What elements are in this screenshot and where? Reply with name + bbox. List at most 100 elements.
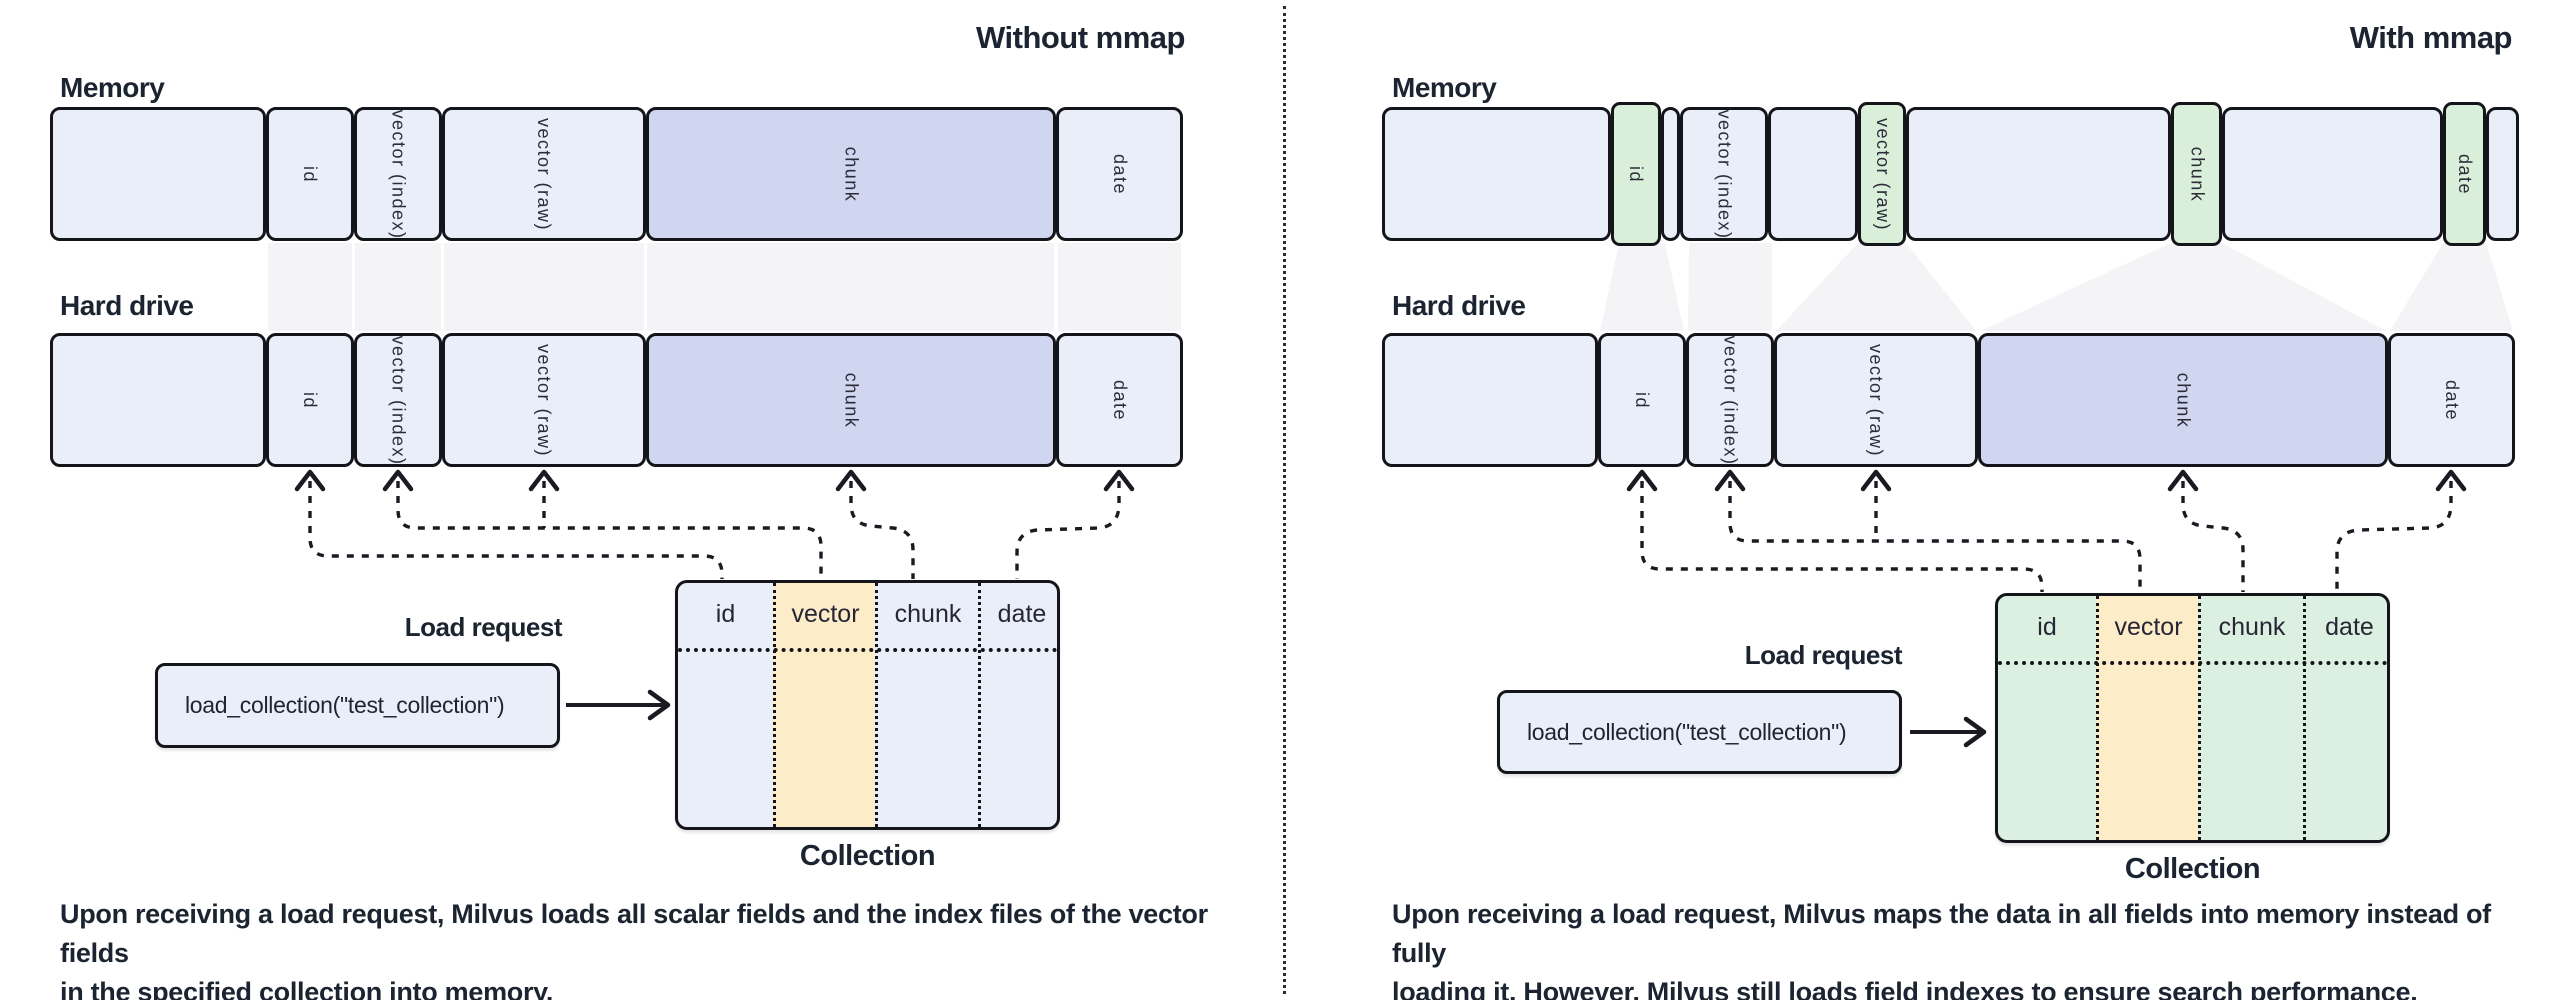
arrowhead-chunk-icon <box>2167 469 2199 492</box>
memory-segment-chunk: chunk <box>646 107 1056 241</box>
map-fan-date <box>2390 243 2513 331</box>
panel-without-mmap: Without mmap Memory id vector (index) ve… <box>50 20 1250 1000</box>
collection-table: id vector chunk date <box>675 580 1060 830</box>
load-request-arrowhead-icon <box>1963 716 1987 748</box>
map-fan-vector-raw <box>1776 243 1976 331</box>
arrowhead-vector-raw-icon <box>1860 469 1892 492</box>
memory-segment-blank <box>2486 107 2519 241</box>
collection-column-date: date <box>978 583 1057 827</box>
memory-segment-blank <box>1768 107 1858 241</box>
disk-segment-vector-index: vector (index) <box>354 333 442 467</box>
memory-bar: id vector (index) vector (raw) chunk dat… <box>50 107 1183 241</box>
memory-segment-blank <box>1906 107 2171 241</box>
collection-table: id vector chunk date <box>1995 593 2390 843</box>
load-path-id <box>308 481 724 579</box>
memory-bar: id vector (index) vector (raw) chunk dat… <box>1382 102 2519 246</box>
panel-with-mmap: With mmap Memory id vector (index) vecto… <box>1280 0 2560 1000</box>
memory-segment-date: date <box>1056 107 1183 241</box>
load-request-label: Load request <box>1744 640 1903 670</box>
collection-column-chunk: chunk <box>2198 596 2303 840</box>
memory-mapped-vector-raw: vector (raw) <box>1858 102 1906 246</box>
connector-band-chunk <box>647 243 1054 331</box>
arrowhead-vector-raw-icon <box>528 469 560 492</box>
arrowhead-id-icon <box>294 469 326 492</box>
disk-segment-blank <box>1382 333 1598 467</box>
load-path-vector-index <box>1728 481 2142 592</box>
load-code: load_collection("test_collection") <box>1527 718 1847 745</box>
memory-mapped-id: id <box>1611 102 1661 246</box>
load-path-date <box>1015 481 1121 579</box>
page-title: Without mmap <box>976 20 1185 55</box>
panel-divider <box>1283 6 1286 994</box>
right-connectors-and-arrows <box>1600 243 2513 748</box>
caption-line: Upon receiving a load request, Milvus ma… <box>1392 899 2491 968</box>
memory-segment-vector-index: vector (index) <box>1680 107 1768 241</box>
memory-segment-id: id <box>266 107 354 241</box>
connector-band-vector-raw <box>444 243 644 331</box>
connector-band-id <box>268 243 352 331</box>
caption-line: loading it. However, Milvus still loads … <box>1392 977 2418 1000</box>
memory-label: Memory <box>1392 72 1497 103</box>
disk-segment-date: date <box>1056 333 1183 467</box>
memory-segment-vector-index: vector (index) <box>354 107 442 241</box>
load-request-box: load_collection("test_collection") <box>155 663 560 748</box>
memory-segment-vector-raw: vector (raw) <box>442 107 646 241</box>
collection-column-chunk: chunk <box>875 583 978 827</box>
hard-drive-label: Hard drive <box>1392 290 1526 321</box>
collection-column-id: id <box>2037 612 2057 641</box>
disk-segment-id: id <box>266 333 354 467</box>
map-fan-chunk <box>1980 243 2386 331</box>
disk-segment-vector-raw: vector (raw) <box>442 333 646 467</box>
page-title: With mmap <box>2349 20 2513 55</box>
disk-segment-chunk: chunk <box>646 333 1056 467</box>
load-request-box: load_collection("test_collection") <box>1497 690 1902 774</box>
load-path-id <box>1640 481 2044 592</box>
disk-segment-vector-index: vector (index) <box>1686 333 1774 467</box>
disk-segment-vector-raw: vector (raw) <box>1774 333 1978 467</box>
hard-drive-label: Hard drive <box>60 290 194 321</box>
arrowhead-date-icon <box>2435 469 2467 492</box>
collection-header-rule <box>678 648 1057 652</box>
arrowhead-chunk-icon <box>835 469 867 492</box>
connector-band-date <box>1058 243 1181 331</box>
load-path-date <box>2335 481 2453 592</box>
arrowhead-date-icon <box>1103 469 1135 492</box>
memory-segment-blank <box>50 107 266 241</box>
hard-drive-bar: id vector (index) vector (raw) chunk dat… <box>50 333 1183 467</box>
load-request-arrowhead-icon <box>647 689 671 721</box>
collection-header-rule <box>1998 661 2387 665</box>
memory-segment-blank <box>1661 107 1680 241</box>
memory-label: Memory <box>60 72 165 103</box>
load-path-chunk <box>849 481 915 579</box>
collection-column-vector: vector <box>773 583 875 827</box>
memory-segment-blank <box>1382 107 1611 241</box>
caption-line: in the specified collection into memory. <box>60 977 554 1000</box>
collection-column-id: id <box>715 599 736 628</box>
load-path-chunk <box>2181 481 2245 592</box>
arrowhead-vector-index-icon <box>1714 469 1746 492</box>
load-path-vector-index <box>396 481 823 579</box>
disk-segment-chunk: chunk <box>1978 333 2388 467</box>
collection-label: Collection <box>799 840 936 872</box>
arrowhead-id-icon <box>1626 469 1658 492</box>
disk-segment-date: date <box>2388 333 2515 467</box>
collection-column-date: date <box>2303 596 2387 840</box>
collection-label: Collection <box>2124 853 2261 885</box>
hard-drive-bar: id vector (index) vector (raw) chunk dat… <box>1382 333 2515 467</box>
memory-mapped-date: date <box>2443 102 2486 246</box>
panel-caption: Upon receiving a load request, Milvus ma… <box>1392 895 2552 1000</box>
panel-caption: Upon receiving a load request, Milvus lo… <box>60 895 1250 1000</box>
memory-segment-blank <box>2222 107 2443 241</box>
load-request-label: Load request <box>404 612 563 642</box>
caption-line: Upon receiving a load request, Milvus lo… <box>60 899 1208 968</box>
left-connectors-and-arrows <box>268 243 1181 721</box>
map-fan-id <box>1600 243 1684 331</box>
load-code: load_collection("test_collection") <box>185 692 505 718</box>
disk-segment-id: id <box>1598 333 1686 467</box>
collection-column-vector: vector <box>2096 596 2198 840</box>
map-fan-vector-index <box>1688 243 1772 331</box>
arrowhead-vector-index-icon <box>382 469 414 492</box>
memory-mapped-chunk: chunk <box>2171 102 2222 246</box>
disk-segment-blank <box>50 333 266 467</box>
